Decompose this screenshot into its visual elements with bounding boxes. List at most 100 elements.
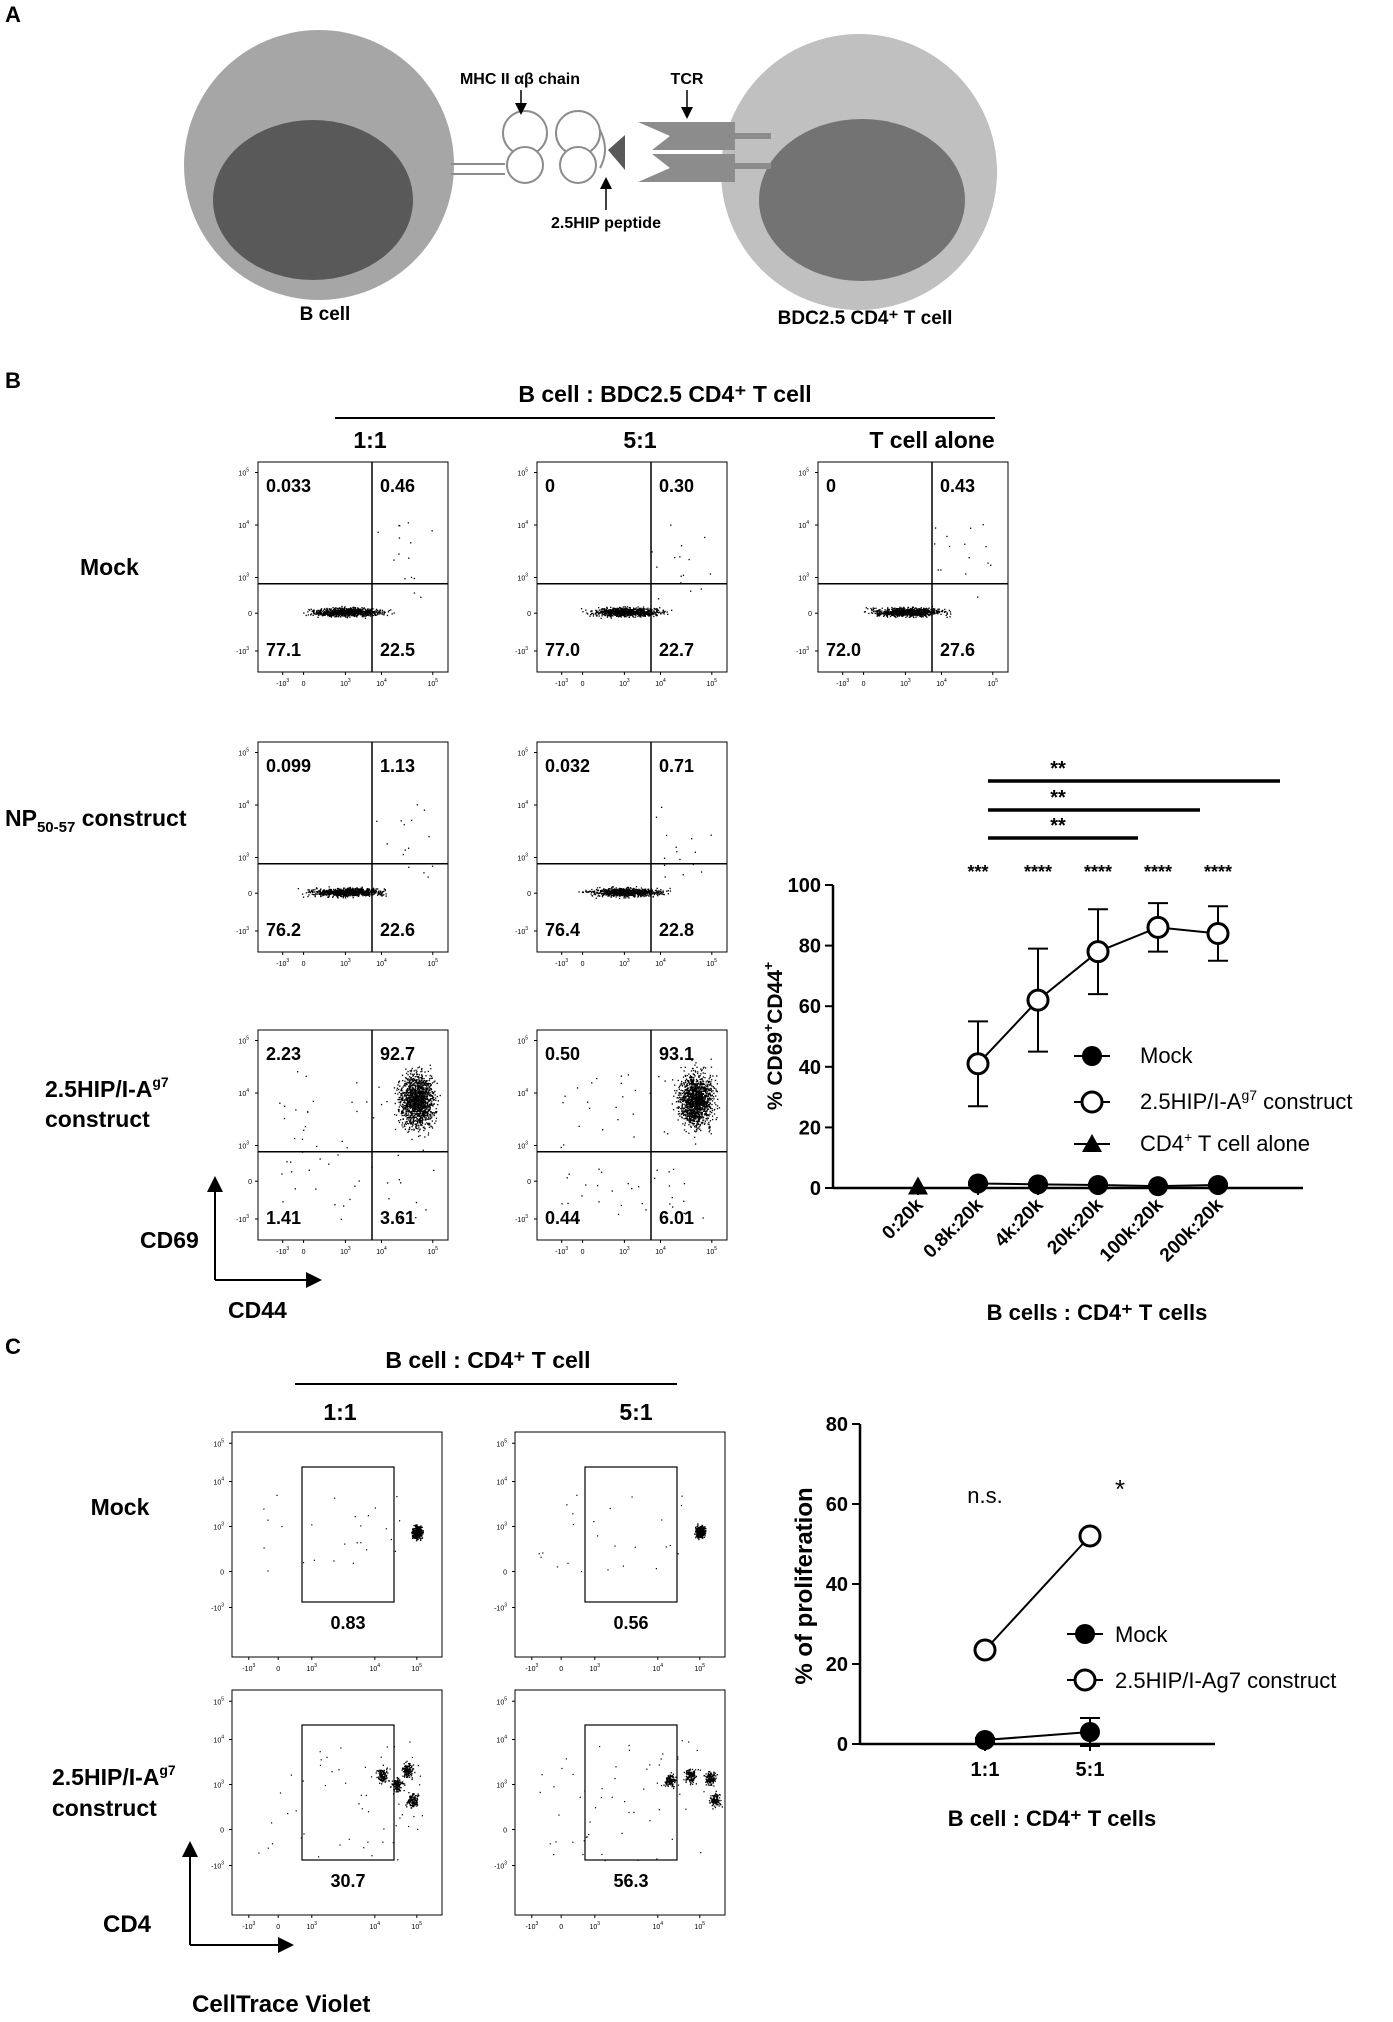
- dot: [325, 894, 327, 896]
- dot: [339, 893, 341, 895]
- dot: [604, 609, 606, 611]
- dot: [612, 888, 614, 890]
- dot: [610, 891, 612, 893]
- exp: 3: [348, 958, 351, 964]
- dot: [375, 892, 377, 894]
- dot: [387, 611, 389, 613]
- dot: [924, 612, 927, 615]
- dot: [617, 611, 619, 614]
- dot: [890, 614, 892, 616]
- dot: [609, 611, 611, 613]
- dot: [865, 607, 867, 609]
- dot: [898, 615, 900, 617]
- dot: [609, 616, 611, 618]
- dot: [932, 608, 935, 610]
- col-label-tcell-alone: T cell alone: [869, 427, 994, 453]
- dot: [624, 606, 626, 608]
- dot: [330, 890, 333, 892]
- dot: [357, 895, 360, 897]
- dot: [320, 613, 323, 615]
- tcr-molecule: [638, 122, 771, 182]
- dot: [408, 866, 410, 868]
- dot: [347, 887, 349, 889]
- dot: [875, 612, 877, 615]
- dot: [318, 891, 321, 893]
- exp: 3: [627, 678, 630, 684]
- dot: [878, 609, 880, 611]
- dot: [339, 610, 341, 612]
- dot: [372, 887, 375, 889]
- dot: [878, 614, 880, 616]
- dot: [600, 617, 602, 619]
- dot: [610, 613, 612, 616]
- dot: [904, 608, 906, 610]
- dot: [350, 607, 352, 609]
- dot: [368, 895, 371, 897]
- dot: [915, 607, 917, 610]
- dot: [598, 894, 600, 896]
- dot: [330, 892, 332, 894]
- dot: [585, 609, 587, 611]
- dot: [892, 614, 894, 616]
- dot: [343, 612, 345, 614]
- dot: [674, 556, 676, 559]
- dot: [617, 889, 619, 892]
- dot: [362, 615, 364, 617]
- dot: [344, 606, 346, 608]
- quadrant-ll-value: 76.2: [266, 920, 301, 940]
- dot: [433, 1103, 435, 1105]
- dot: [349, 610, 352, 612]
- y-tick-label: 103: [238, 573, 249, 583]
- dot: [903, 606, 905, 608]
- dot: [933, 612, 935, 614]
- dot: [324, 613, 326, 615]
- dot: [334, 890, 336, 893]
- dot: [694, 851, 696, 853]
- dot: [659, 891, 662, 893]
- dot: [633, 608, 635, 610]
- dot: [944, 608, 946, 611]
- dot: [631, 891, 634, 894]
- dot: [312, 890, 314, 892]
- dot: [641, 895, 643, 897]
- dot: [322, 894, 324, 896]
- dot: [310, 614, 312, 616]
- dot: [604, 610, 606, 612]
- dot: [631, 894, 633, 896]
- dot: [586, 612, 588, 614]
- dot: [412, 1115, 414, 1117]
- dot: [648, 895, 650, 897]
- dot: [353, 893, 356, 895]
- dot: [654, 889, 657, 892]
- dot: [311, 893, 313, 895]
- dot: [645, 891, 647, 893]
- dot: [379, 892, 381, 894]
- dot: [649, 608, 651, 610]
- dot: [658, 890, 660, 892]
- dot: [350, 607, 353, 610]
- dot: [400, 1097, 403, 1099]
- dot: [640, 612, 643, 614]
- dot: [327, 613, 329, 616]
- dot: [633, 607, 635, 610]
- dot: [651, 893, 653, 895]
- dot: [889, 613, 891, 615]
- dot: [358, 894, 360, 897]
- dot: [362, 608, 364, 610]
- dot: [621, 888, 623, 890]
- exp: 5: [995, 678, 998, 684]
- dot: [331, 891, 333, 894]
- exp: 4: [806, 520, 809, 526]
- dot: [927, 609, 929, 611]
- dot: [428, 1087, 430, 1089]
- dot: [914, 611, 916, 613]
- dot: [342, 609, 344, 611]
- dot: [361, 615, 363, 617]
- dot: [313, 612, 315, 614]
- dot: [327, 612, 329, 614]
- dot: [334, 607, 336, 609]
- dot: [313, 894, 315, 896]
- dot: [332, 891, 334, 893]
- dot: [307, 895, 309, 898]
- dot: [902, 609, 905, 612]
